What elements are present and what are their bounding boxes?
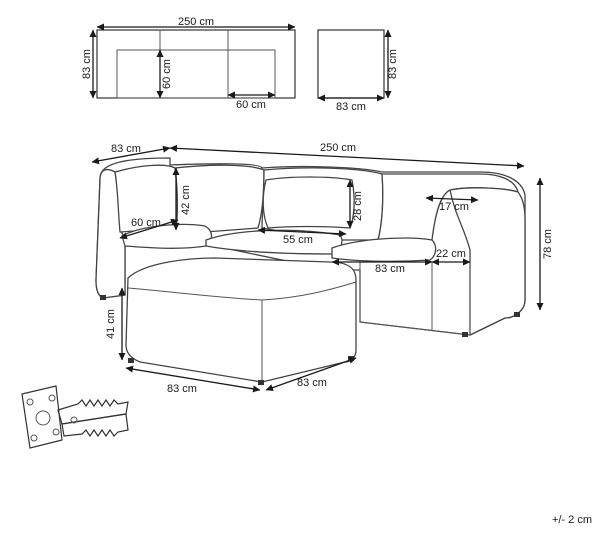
clip-toothed-arm-lower <box>61 413 129 438</box>
cushion-width-label: 55 cm <box>283 234 313 246</box>
sofa-seat-front-face <box>359 262 471 336</box>
armrest-depth-label: 83 cm <box>111 143 141 155</box>
clip-center-hole <box>35 410 51 426</box>
top-depth-label: 83 cm <box>81 49 93 79</box>
screw-icon <box>26 398 34 406</box>
sofa-throw-pillow <box>262 176 355 229</box>
ottoman-height-label: 41 cm <box>105 309 117 339</box>
tolerance-note: +/- 2 cm <box>552 514 592 526</box>
sofa-top-seat-area <box>116 49 276 99</box>
ottoman-width-arrow <box>125 365 261 393</box>
sofa-foot <box>462 332 468 337</box>
sofa-top-view: 250 cm 83 cm 60 cm 60 cm <box>81 16 296 111</box>
seat-depth-label: 60 cm <box>131 217 161 229</box>
ottoman-top-outline <box>317 29 385 99</box>
perspective-dimensions: 83 cm 250 cm 42 cm 60 cm 55 cm 28 cm 17 … <box>91 142 554 395</box>
top-width-label: 250 cm <box>178 16 214 28</box>
ottoman-foot <box>258 380 264 385</box>
screw-icon <box>70 416 78 424</box>
screw-icon <box>48 394 56 402</box>
sofa-perspective <box>95 157 526 337</box>
total-width-label: 250 cm <box>320 142 356 154</box>
sofa-foot <box>100 295 106 300</box>
ottoman-foot <box>128 358 134 363</box>
armrest-width-label: 17 cm <box>439 201 469 213</box>
clip-plate-left <box>21 385 63 449</box>
screw-icon <box>30 434 38 442</box>
cushion-height-label: 28 cm <box>352 191 364 221</box>
ottoman-top-width-label: 83 cm <box>336 101 366 113</box>
armrest-inner-label: 22 cm <box>436 248 466 260</box>
sofa-top-outline <box>96 29 296 99</box>
ottoman-depth-arrow <box>265 357 357 391</box>
back-height-label: 42 cm <box>180 185 192 215</box>
ottoman-perspective <box>125 257 357 385</box>
seat-width-label: 83 cm <box>375 263 405 275</box>
total-width-arrow <box>169 144 525 170</box>
sofa-right-arm <box>449 187 526 336</box>
seat-depth-arrow <box>119 218 179 240</box>
total-height-label: 78 cm <box>542 229 554 259</box>
armrest-depth-arrow <box>91 145 171 165</box>
ottoman-top-edge <box>127 281 357 301</box>
ottoman-depth-label: 83 cm <box>297 377 327 389</box>
sofa-foot <box>514 312 520 317</box>
clip-toothed-arm-upper <box>57 398 129 425</box>
ottoman-width-label: 83 cm <box>167 383 197 395</box>
ottoman-top-depth-label: 83 cm <box>387 49 399 79</box>
top-seat-width-label: 60 cm <box>236 99 266 111</box>
armrest-width-arrow <box>425 194 479 204</box>
ottoman-top-view: 83 cm 83 cm <box>317 29 399 113</box>
cushion-width-arrow <box>257 226 347 238</box>
screw-icon <box>52 428 60 436</box>
top-seat-depth-label: 60 cm <box>161 59 173 89</box>
connector-clip-illustration <box>21 385 129 449</box>
ottoman-outline <box>125 257 357 383</box>
